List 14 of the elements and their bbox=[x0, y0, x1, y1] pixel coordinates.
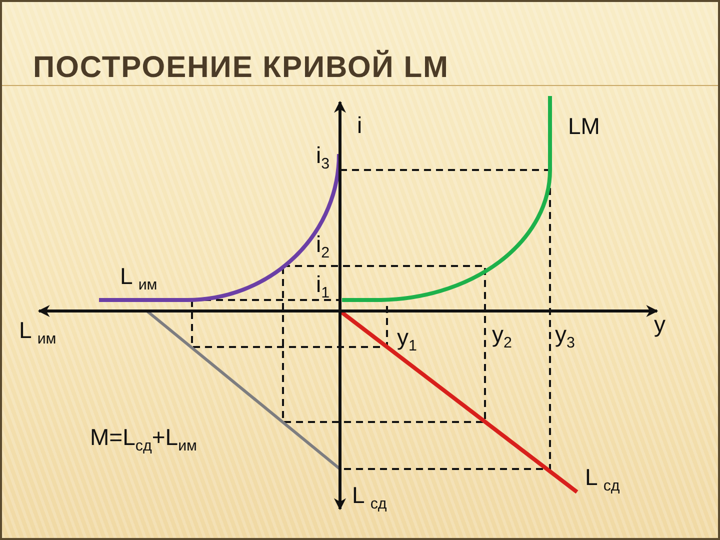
axis-label: i bbox=[357, 114, 362, 140]
curve-label: L $_{сд}$ bbox=[585, 466, 620, 495]
axis-label: L $_{им}$ bbox=[19, 319, 56, 348]
tick-label: i$_{2}$ bbox=[316, 233, 330, 262]
axis-label: y bbox=[654, 313, 666, 339]
tick-label: y$_{1}$ bbox=[397, 326, 417, 355]
tick-label: i$_{3}$ bbox=[316, 144, 330, 173]
axis-label: L $_{сд}$ bbox=[352, 484, 387, 513]
formula: M=L$_{сд}$+L$_{им}$ bbox=[90, 426, 197, 455]
tick-label: y$_{3}$ bbox=[555, 323, 575, 352]
curve-label: LM bbox=[568, 115, 600, 141]
tick-label: y$_{2}$ bbox=[492, 323, 512, 352]
curve-label: L $_{им}$ bbox=[120, 265, 158, 294]
tick-label: i$_{1}$ bbox=[316, 273, 330, 302]
